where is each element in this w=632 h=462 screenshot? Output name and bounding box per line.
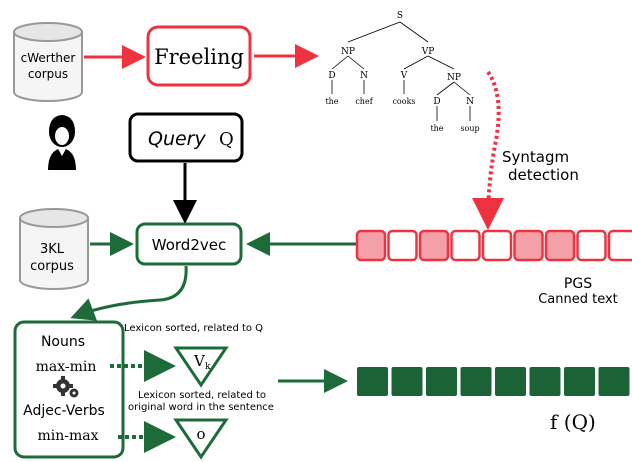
pgs-canned-text-array [355,229,632,262]
lexicon-min-max: min-max [37,428,98,444]
output-cell [495,367,526,396]
vk-triangle-main: V [193,352,206,370]
output-cell [391,367,423,396]
query-box [128,112,244,163]
o-triangle-label: o [196,425,205,443]
corpus-bottom-line2: corpus [30,259,74,274]
parse-tree [331,21,471,121]
lexicon-nouns: Nouns [41,334,85,350]
tree-node-n1: N [360,71,368,81]
output-cell [357,367,388,396]
pgs-cell [544,229,576,262]
output-cell [460,367,492,396]
query-var: Q [219,129,234,150]
pgs-cell [355,229,387,262]
o-triangle [173,418,229,460]
output-cell [598,367,630,396]
vk-triangle-sub: k [205,362,211,372]
pgs-label: PGS [564,276,592,292]
tree-word-soup: soup [460,124,479,133]
tree-node-np2: NP [447,73,461,83]
freeling-box [146,25,252,87]
corpus-top-line2: corpus [28,67,68,81]
tree-word-the1: the [325,97,338,106]
arrow-syntagm-detection [472,70,505,230]
pgs-sublabel: Canned text [538,292,618,307]
pgs-cell [418,229,450,262]
pgs-cell [607,229,632,262]
gears-icon [53,376,79,398]
tree-word-chef: chef [355,97,373,106]
tree-node-d1: D [328,71,335,81]
word2vec-label: Word2vec [152,236,226,254]
arrow-word2vec-lexicon [70,265,188,321]
syntagm-line2: detection [508,166,579,184]
lexicon-adj-verbs: Adjec-Verbs [23,403,105,419]
output-cell [529,367,561,396]
lexicon-o-caption-line1: Lexicon sorted, related to [138,390,266,401]
tree-node-np: NP [341,47,355,57]
corpus-bottom-line1: 3KL [40,242,65,257]
corpus-top-line1: cWerther [21,51,76,65]
pgs-cell [513,229,544,262]
pgs-cell [387,229,418,262]
corpus-top-cylinder-icon [13,22,83,102]
tree-node-n2: N [466,97,474,107]
tree-word-the2: the [430,124,443,133]
lexicon-vk-caption: Lexicon sorted, related to Q [124,323,263,334]
person-icon [48,115,76,170]
output-array [357,367,630,396]
lexicon-max-min: max-min [36,359,97,375]
corpus-bottom-cylinder-icon [19,208,89,290]
query-label: Query [148,128,206,150]
syntagm-line1: Syntagm [502,148,569,166]
word2vec-box [135,222,243,266]
tree-node-s: S [397,11,403,21]
output-label: f (Q) [550,410,596,434]
freeling-label: Freeling [154,45,244,69]
pgs-cell [576,229,607,262]
output-cell [564,367,595,396]
pgs-cell [450,229,481,262]
tree-node-d2: D [433,97,440,107]
tree-node-vp: VP [421,47,435,57]
pgs-cell [481,229,513,262]
vk-triangle [173,346,229,388]
lexicon-o-caption-line2: original word in the sentence [128,402,274,413]
tree-word-cooks: cooks [392,97,415,106]
tree-node-v: V [400,71,408,81]
output-cell [426,367,457,396]
